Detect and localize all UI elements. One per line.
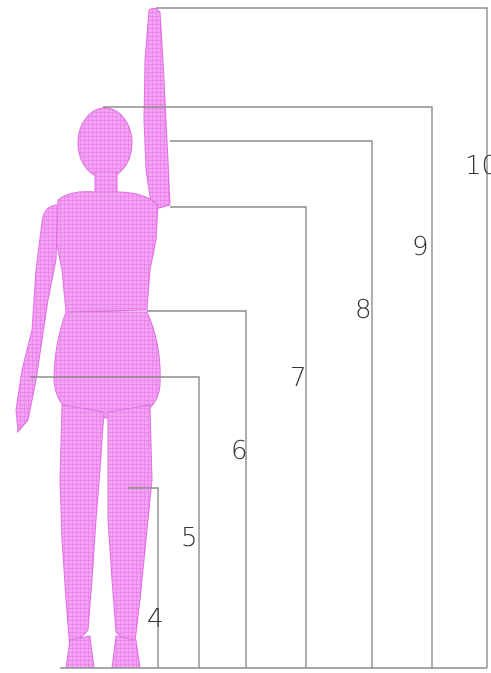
bracket-label-6: 6 [231, 436, 248, 466]
bracket-label-5: 5 [181, 523, 198, 553]
bracket-label-4: 4 [147, 604, 164, 634]
bracket-line-8 [170, 141, 372, 668]
right-foot [112, 636, 140, 668]
left-foot [66, 636, 94, 668]
torso [56, 192, 158, 312]
right-leg [108, 405, 152, 650]
hips [54, 312, 160, 418]
hanging-arm [16, 205, 58, 432]
bracket-label-7: 7 [290, 363, 307, 393]
raised-arm [144, 8, 170, 210]
bracket-label-8: 8 [355, 295, 372, 325]
bracket-label-9: 9 [412, 232, 429, 262]
neck [95, 172, 117, 194]
head [78, 108, 132, 178]
bracket-label-10: 10 [465, 151, 491, 181]
left-leg [60, 405, 104, 650]
